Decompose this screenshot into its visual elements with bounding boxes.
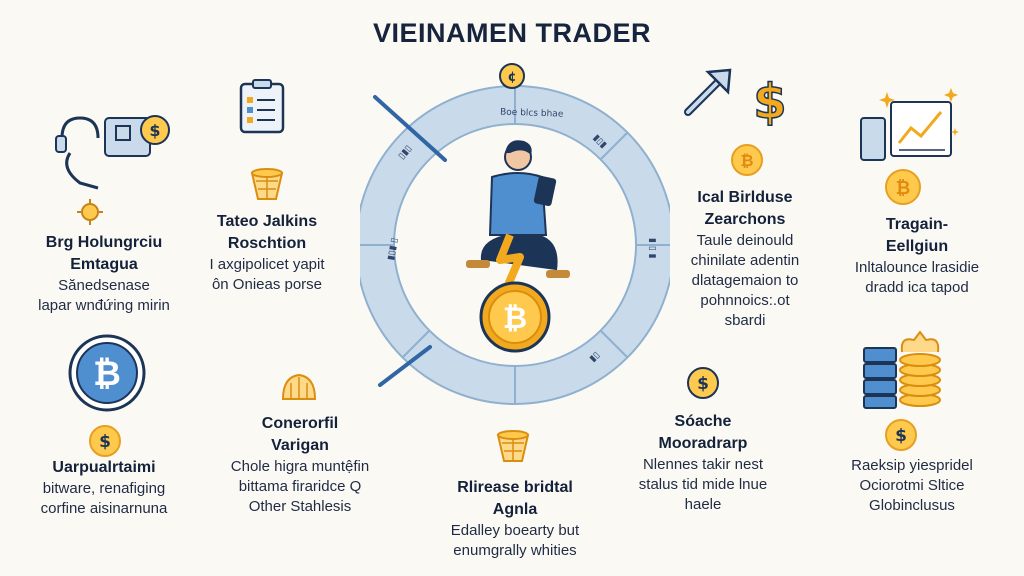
block-text: chinilate adentin xyxy=(690,252,800,269)
basket-icon xyxy=(279,371,319,403)
block-heading: Agnla xyxy=(492,501,538,518)
block-text: Other Stahlesis xyxy=(248,498,352,515)
info-block-b8: Sóache Mooradrarp Nlennes takir nest sta… xyxy=(618,411,788,515)
block-text: Sănedsenase xyxy=(58,277,150,294)
block-heading: Tragain- xyxy=(885,216,949,233)
block-heading: Varigan xyxy=(271,437,329,454)
block-text: stalus tid mide lnue xyxy=(638,476,768,493)
block-heading: Rlirease bridtal xyxy=(457,479,573,496)
trading-chart-icon xyxy=(855,88,960,163)
info-block-b1: Brg Holungrciu Emtagua Sănedsenase lapar… xyxy=(14,232,194,316)
page-title: VIEINAMEN TRADER xyxy=(372,18,651,48)
block-text: Chole higra muntệfin xyxy=(230,458,370,475)
info-block-b5: Uarpualrtaimi bitware, renafiging corfin… xyxy=(14,457,194,519)
block-text: Ociorotmi Sltice xyxy=(859,477,965,494)
svg-text:▮ ▯ ▮: ▮ ▯ ▮ xyxy=(647,238,657,259)
block-heading: Ical Birlduse xyxy=(697,189,793,206)
dollar-coin-icon: $ xyxy=(884,418,918,452)
bitcoin-blue-icon: ₿ xyxy=(67,333,147,413)
block-heading: Eellgiun xyxy=(885,238,949,255)
block-text: ôn Onieas porse xyxy=(211,276,323,293)
svg-text:$: $ xyxy=(753,74,786,128)
info-block-b3: Ical Birlduse Zearchons Taule deinould c… xyxy=(660,187,830,331)
block-text: corfine aisinarnuna xyxy=(40,500,168,517)
small-coin-icon: ¢ xyxy=(498,62,526,90)
block-text: Globinclusus xyxy=(869,497,955,514)
bitcoin-coin-icon: ₿ xyxy=(884,168,922,206)
svg-text:₿: ₿ xyxy=(896,178,911,199)
support-wallet-icon: $ xyxy=(50,108,175,193)
block-heading: Uarpualrtaimi xyxy=(52,459,156,476)
bitcoin-coin-icon: ₿ xyxy=(730,143,764,177)
block-text: enumgrally whities xyxy=(453,542,577,559)
block-text: sbardi xyxy=(724,312,766,329)
block-heading: Mooradrarp xyxy=(658,435,748,452)
svg-text:$: $ xyxy=(99,432,111,452)
gear-icon xyxy=(76,198,104,226)
block-heading: Roschtion xyxy=(227,235,307,252)
svg-text:₿: ₿ xyxy=(740,151,753,170)
block-heading: Conerorfil xyxy=(261,415,339,432)
block-text: Nlennes takir nest xyxy=(642,456,764,473)
svg-text:¢: ¢ xyxy=(507,70,516,85)
coin-stack-icon xyxy=(860,330,945,410)
svg-text:Boe blcs bhae: Boe blcs bhae xyxy=(500,107,564,119)
block-text: pohnnoics:.ot xyxy=(700,292,790,309)
block-text: lapar wnđứing mirin xyxy=(38,297,170,314)
svg-text:₿: ₿ xyxy=(93,354,121,394)
block-heading: Tateo Jalkins xyxy=(216,213,318,230)
info-block-b9: Raeksip yiespridel Ociorotmi Sltice Glob… xyxy=(812,456,1012,516)
block-text: I axgipolicet yapit xyxy=(209,256,325,273)
block-text: Inltalounce lrasidie xyxy=(854,259,980,276)
svg-text:▮▯▮ ▯: ▮▯▮ ▯ xyxy=(386,237,400,261)
center-bitcoin-glyph: ₿ xyxy=(503,301,527,336)
growth-arrow-icon: $ xyxy=(680,66,800,128)
svg-text:$: $ xyxy=(697,374,709,394)
block-text: dlatagemaion to xyxy=(691,272,799,289)
clipboard-icon xyxy=(237,78,287,136)
svg-text:$: $ xyxy=(149,121,160,140)
info-block-b7: Rlirease bridtal Agnla Edalley boearty b… xyxy=(420,477,610,561)
svg-text:$: $ xyxy=(895,426,907,446)
block-heading: Brg Holungrciu xyxy=(45,234,163,251)
basket-icon xyxy=(248,163,286,203)
info-block-b4: Tragain- Eellgiun Inltalounce lrasidie d… xyxy=(822,214,1012,298)
block-text: haele xyxy=(684,496,722,513)
info-block-b6: Conerorfil Varigan Chole higra muntệfin … xyxy=(210,413,390,517)
info-block-b2: Tateo Jalkins Roschtion I axgipolicet ya… xyxy=(182,211,352,295)
basket-icon xyxy=(494,425,532,465)
block-text: Raeksip yiespridel xyxy=(851,457,973,474)
dollar-coin-icon: $ xyxy=(88,424,122,458)
trader-ring-illustration: Boe blcs bhae ▮▯▮ ▮ ▯ ▮ ▮▯▮ ▯ ▯▮▯ ▮▯ ₿ xyxy=(360,85,670,405)
block-text: bitware, renafiging xyxy=(42,480,166,497)
block-heading: Sóache xyxy=(674,413,732,430)
block-text: bittama firaridce Q xyxy=(238,478,362,495)
block-heading: Zearchons xyxy=(704,211,786,228)
block-text: Edalley boearty but xyxy=(450,522,580,539)
block-heading: Emtagua xyxy=(70,256,138,273)
block-text: dradd ica tapod xyxy=(865,279,969,296)
dollar-coin-icon: $ xyxy=(686,366,720,400)
block-text: Taule deinould xyxy=(696,232,794,249)
